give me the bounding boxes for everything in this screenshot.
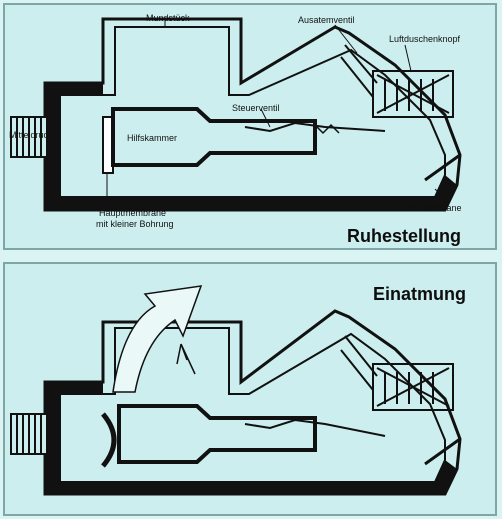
main-diaphragm-label-2: mit kleiner Bohrung — [96, 219, 174, 229]
regulator-diagram-rest — [10, 17, 462, 212]
main-diaphragm — [101, 412, 117, 468]
aux-chamber — [111, 107, 317, 167]
inlet-fitting — [10, 116, 48, 158]
aux-chamber — [117, 404, 317, 464]
medium-pressure-label: Mitteldruck — [9, 130, 53, 140]
purge-assembly — [340, 335, 454, 411]
purge-button-label: Luftduschenknopf — [389, 34, 461, 44]
control-valve-label: Steuerventil — [232, 103, 280, 113]
airflow-arrow-small — [176, 343, 196, 375]
regulator-diagram-inhale — [10, 285, 462, 496]
aux-diaphragm — [424, 153, 461, 182]
control-valve-lever — [244, 121, 386, 133]
main-diaphragm-label-1: Hauptmembrane — [99, 208, 167, 218]
housing-body — [45, 382, 457, 494]
panel-title-inhale: Einatmung — [373, 284, 466, 304]
diagram-panel-rest: Mundstück Ausatemventil Luftduschenknopf… — [3, 3, 497, 250]
aux-chamber-label: Hilfskammer — [127, 133, 178, 143]
control-valve-lever — [244, 418, 386, 437]
aux-diaphragm-label: Hilfsmembrane — [401, 203, 462, 213]
diagram-panel-inhale: Einatmung — [3, 262, 497, 516]
panel-title-rest: Ruhestellung — [347, 226, 462, 246]
housing-body — [45, 83, 457, 210]
exhale-valve-label: Ausatemventil — [298, 15, 355, 25]
mouthpiece-label: Mundstück — [146, 13, 190, 23]
inlet-fitting — [10, 413, 48, 455]
aux-diaphragm — [424, 437, 461, 466]
airflow-arrow-main — [112, 285, 203, 393]
purge-assembly — [340, 44, 454, 118]
